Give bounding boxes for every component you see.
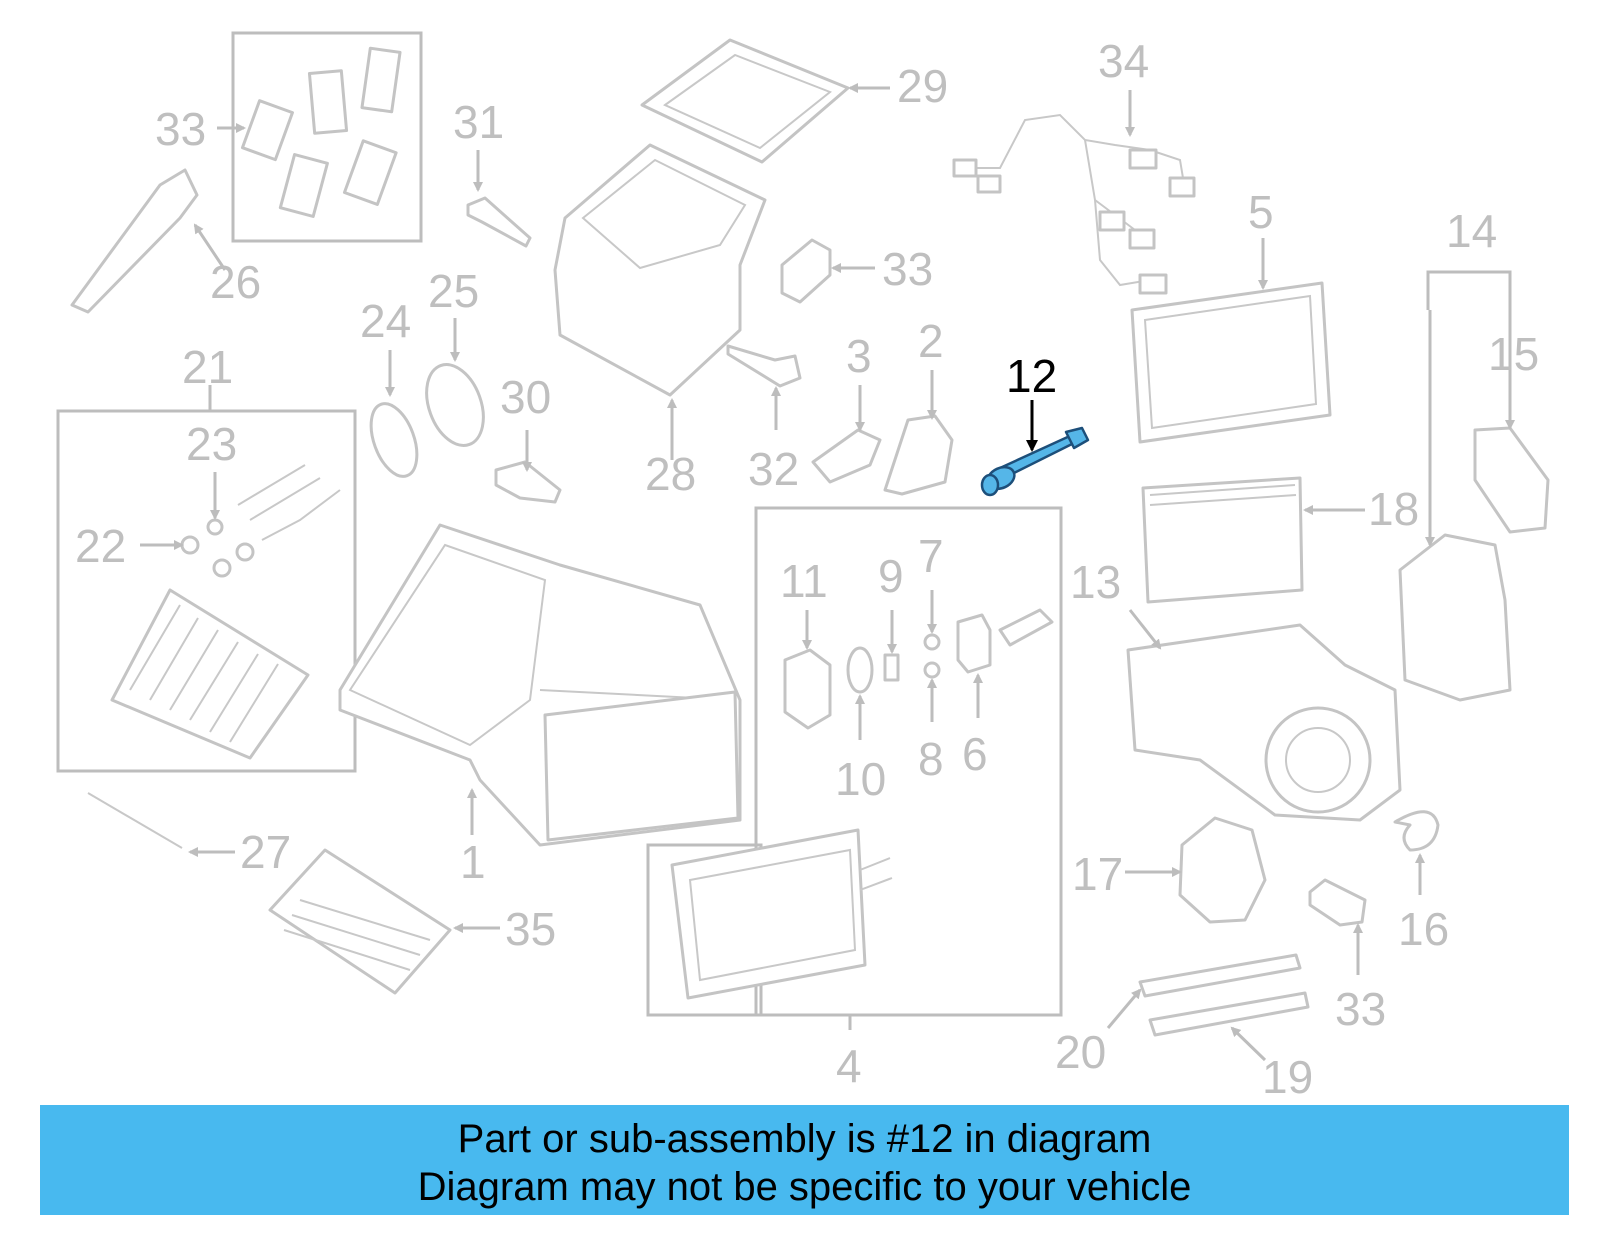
strip-20: [1138, 953, 1302, 998]
callout-13: 13: [1070, 556, 1121, 608]
callout-2: 2: [918, 315, 944, 367]
oring-7: [923, 633, 941, 651]
sensor-group-33: [240, 46, 402, 218]
oring-8: [923, 661, 941, 679]
callout-33b: 33: [882, 243, 933, 295]
callout-32: 32: [748, 443, 799, 495]
sensor-33-lower: [1308, 878, 1367, 927]
bolt-4: [998, 608, 1054, 647]
callout-29: 29: [897, 60, 948, 112]
callout-15: 15: [1488, 328, 1539, 380]
seal-24: [369, 402, 419, 478]
seal-10: [846, 646, 874, 694]
callout-7: 7: [918, 530, 944, 582]
actuator-rod-26: [70, 168, 199, 314]
cabin-filter-18: [1141, 476, 1304, 604]
clip-9: [883, 653, 900, 682]
heater-35: [268, 848, 452, 995]
housing-28: [553, 143, 767, 397]
pipes-21: [237, 464, 341, 541]
callout-18: 18: [1368, 483, 1419, 535]
callout-26: 26: [210, 256, 261, 308]
callout-35: 35: [505, 903, 556, 955]
sensor-3: [811, 428, 882, 484]
caption-line-2: Diagram may not be specific to your vehi…: [417, 1165, 1192, 1209]
clip-16: [1393, 810, 1440, 852]
highlighted-part-12[interactable]: [980, 426, 1090, 497]
callout-5: 5: [1248, 186, 1274, 238]
callout-25: 25: [428, 265, 479, 317]
heater-core-21: [110, 588, 310, 760]
block-11: [783, 648, 832, 730]
callout-33c: 33: [1335, 983, 1386, 1035]
callout-31: 31: [453, 96, 504, 148]
bracket-2: [883, 414, 954, 496]
caption-banner: Part or sub-assembly is #12 in diagram D…: [40, 1105, 1569, 1215]
callout-14: 14: [1446, 205, 1497, 257]
wire-harness-34: [962, 113, 1186, 287]
callout-8: 8: [918, 733, 944, 785]
callout-11: 11: [780, 555, 828, 607]
callout-21: 21: [182, 341, 233, 393]
callout-16: 16: [1398, 903, 1449, 955]
gasket-15: [1473, 426, 1550, 534]
callout-4: 4: [836, 1040, 862, 1092]
strip-19: [1148, 991, 1310, 1037]
sensor-32: [726, 344, 802, 388]
callout-27: 27: [240, 826, 291, 878]
filter-frame-5: [1130, 281, 1332, 444]
callout-30: 30: [500, 371, 551, 423]
callout-12[interactable]: 12: [1006, 350, 1057, 402]
group-box-33: [231, 31, 423, 243]
callout-9: 9: [878, 550, 904, 602]
seal-25: [425, 363, 485, 447]
bracket-14: [1426, 270, 1512, 420]
callout-1: 1: [460, 836, 486, 888]
evaporator-4: [670, 828, 867, 1000]
rod-27: [87, 792, 183, 849]
group-box-4: [754, 506, 1063, 1017]
callout-10: 10: [835, 753, 886, 805]
callout-24: 24: [360, 295, 411, 347]
blower-housing-14: [1398, 533, 1512, 702]
callout-33a: 33: [155, 103, 206, 155]
callout-22: 22: [75, 520, 126, 572]
callout-28: 28: [645, 448, 696, 500]
sensor-31: [466, 196, 532, 248]
callout-6: 6: [962, 728, 988, 780]
blower-motor-17: [1178, 816, 1267, 924]
expansion-valve-6: [956, 613, 992, 674]
callout-23: 23: [186, 418, 237, 470]
callout-3: 3: [846, 330, 872, 382]
sensor-33-middle: [780, 238, 832, 304]
caption-line-1: Part or sub-assembly is #12 in diagram: [457, 1117, 1152, 1161]
callout-34: 34: [1098, 35, 1149, 87]
callout-19: 19: [1262, 1051, 1313, 1103]
group-box-21: [56, 409, 357, 773]
callout-17: 17: [1072, 848, 1123, 900]
callout-20: 20: [1055, 1026, 1106, 1078]
